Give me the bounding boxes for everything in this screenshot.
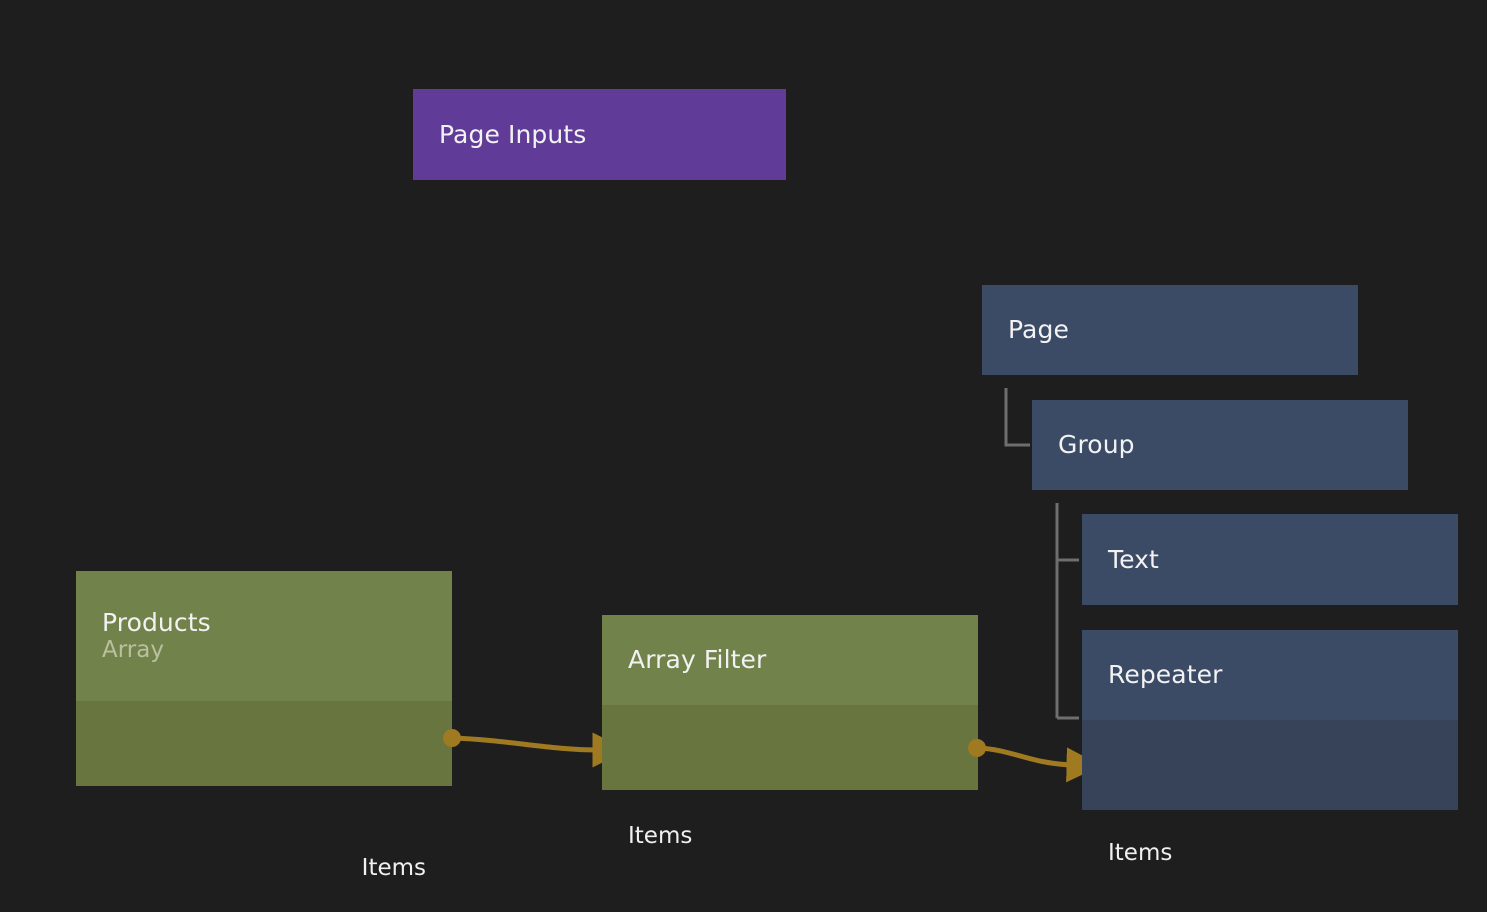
node-array-filter[interactable]: Array Filter Items: [602, 615, 978, 847]
node-subtitle: Array: [102, 636, 164, 663]
node-title: Repeater: [1108, 660, 1223, 689]
node-title: Text: [1108, 544, 1159, 574]
tree-connector-group-to-children: [1055, 503, 1079, 720]
port-row-items-output[interactable]: Items: [76, 851, 452, 885]
port-row-items-input[interactable]: Items: [602, 819, 978, 853]
node-header: Group: [1032, 400, 1408, 490]
node-text[interactable]: Text: [1082, 514, 1458, 605]
node-ports: Items: [1082, 720, 1458, 864]
node-products[interactable]: Products Array Items: [76, 571, 452, 879]
port-row-items-input[interactable]: Items: [1082, 836, 1458, 870]
port-label: Items: [361, 854, 426, 881]
node-title: Page: [1008, 315, 1069, 344]
node-title: Group: [1058, 430, 1135, 459]
node-header: Array Filter: [602, 615, 978, 705]
node-repeater[interactable]: Repeater Items: [1082, 630, 1458, 864]
node-group[interactable]: Group: [1032, 400, 1408, 490]
node-header: Products Array: [76, 571, 452, 701]
tree-connector-page-to-group: [1004, 388, 1030, 447]
node-page[interactable]: Page: [982, 285, 1358, 375]
node-header: Page: [982, 285, 1358, 375]
node-ports: Items: [602, 705, 978, 847]
port-label: Items: [1108, 839, 1173, 866]
node-title: Array Filter: [628, 645, 767, 674]
node-header: Repeater: [1082, 630, 1458, 720]
node-title: Page Inputs: [439, 119, 587, 149]
node-page-inputs[interactable]: Page Inputs: [413, 89, 786, 180]
node-header: Page Inputs: [413, 89, 786, 180]
node-title: Products: [102, 607, 211, 637]
link-products-to-array-filter[interactable]: [451, 732, 628, 768]
node-ports: Items: [76, 701, 452, 879]
node-header: Text: [1082, 514, 1458, 605]
port-label: Items: [628, 822, 693, 849]
link-array-filter-to-repeater[interactable]: [976, 745, 1102, 783]
